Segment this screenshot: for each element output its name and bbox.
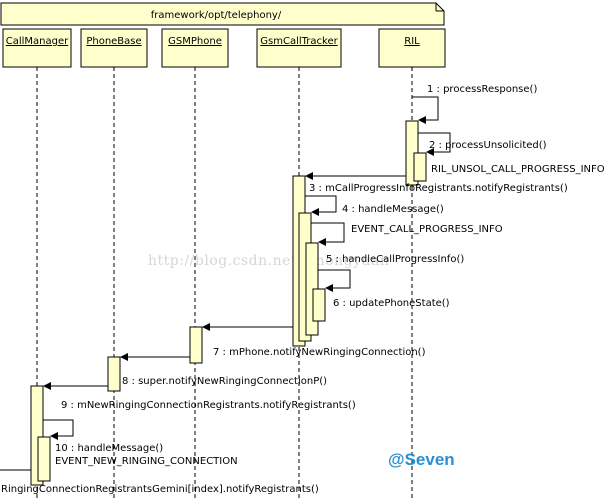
watermark-text: http://blog.csdn.net/yihongyuan <box>148 253 389 269</box>
msg-2-label: 2 : processUnsolicited() <box>429 140 547 151</box>
msg-2-arrow <box>418 132 451 156</box>
message-arrows <box>0 96 451 471</box>
activation-ril-2 <box>413 152 427 182</box>
activation-gsmphone <box>189 326 203 364</box>
activation-ct-4 <box>312 288 326 322</box>
lifeline-ril-label: RIL <box>404 36 420 47</box>
lifeline-gsmcalltracker-label: GsmCallTracker <box>260 36 338 47</box>
message-labels: 1 : processResponse() 2 : processUnsolic… <box>1 84 568 495</box>
lifeline-callmanager-box[interactable] <box>2 28 72 68</box>
msg-4-label: 4 : handleMessage() <box>342 204 444 215</box>
signature-text: @Seven <box>388 450 455 469</box>
msg-11-label: RingingConnectionRegistrantsGemini[index… <box>1 484 319 495</box>
lifeline-callmanager-label: CallManager <box>6 36 69 47</box>
msg-5-label: 5 : handleCallProgressInfo() <box>326 254 464 265</box>
msg-7-label: 7 : mPhone.notifyNewRingingConnection() <box>213 347 426 358</box>
lifeline-lines <box>36 67 413 499</box>
lifeline-gsmcalltracker-box[interactable] <box>256 28 342 68</box>
msg-4-arrow <box>305 195 337 216</box>
activation-bars <box>30 120 427 486</box>
msg-5-arrow <box>311 222 345 246</box>
msg-8-label: 8 : super.notifyNewRingingConnectionP() <box>122 376 327 387</box>
msg-3-label: 3 : mCallProgressInfoRegistrants.notifyR… <box>309 183 568 194</box>
event-notes: RIL_UNSOL_CALL_PROGRESS_INFO EVENT_CALL_… <box>55 164 605 467</box>
note-event-call-progress: EVENT_CALL_PROGRESS_INFO <box>351 224 503 235</box>
activation-phonebase <box>107 356 121 392</box>
msg-1-arrow <box>412 96 439 124</box>
msg-9-label: 9 : mNewRingingConnectionRegistrants.not… <box>61 400 356 411</box>
lifeline-phonebase-label: PhoneBase <box>86 36 141 47</box>
lifeline-headers: CallManager PhoneBase GSMPhone GsmCallTr… <box>2 28 446 68</box>
msg-6-arrow <box>318 269 351 292</box>
msg-6-label: 6 : updatePhoneState() <box>333 298 450 309</box>
package-label: framework/opt/telephony/ <box>151 10 282 21</box>
msg-10-label: 10 : handleMessage() <box>55 443 163 454</box>
package-frame: framework/opt/telephony/ <box>0 2 445 26</box>
lifeline-ril-box[interactable] <box>378 28 446 68</box>
lifeline-phonebase-box[interactable] <box>80 28 148 68</box>
activation-cm-2 <box>37 436 51 482</box>
msg-1-label: 1 : processResponse() <box>427 84 537 95</box>
lifeline-gsmphone-box[interactable] <box>161 28 229 68</box>
lifeline-gsmphone-label: GSMPhone <box>168 36 222 47</box>
note-ril-unsol: RIL_UNSOL_CALL_PROGRESS_INFO <box>431 164 605 175</box>
msg-10-arrow <box>43 419 74 440</box>
note-event-new-ringing: EVENT_NEW_RINGING_CONNECTION <box>55 456 238 467</box>
